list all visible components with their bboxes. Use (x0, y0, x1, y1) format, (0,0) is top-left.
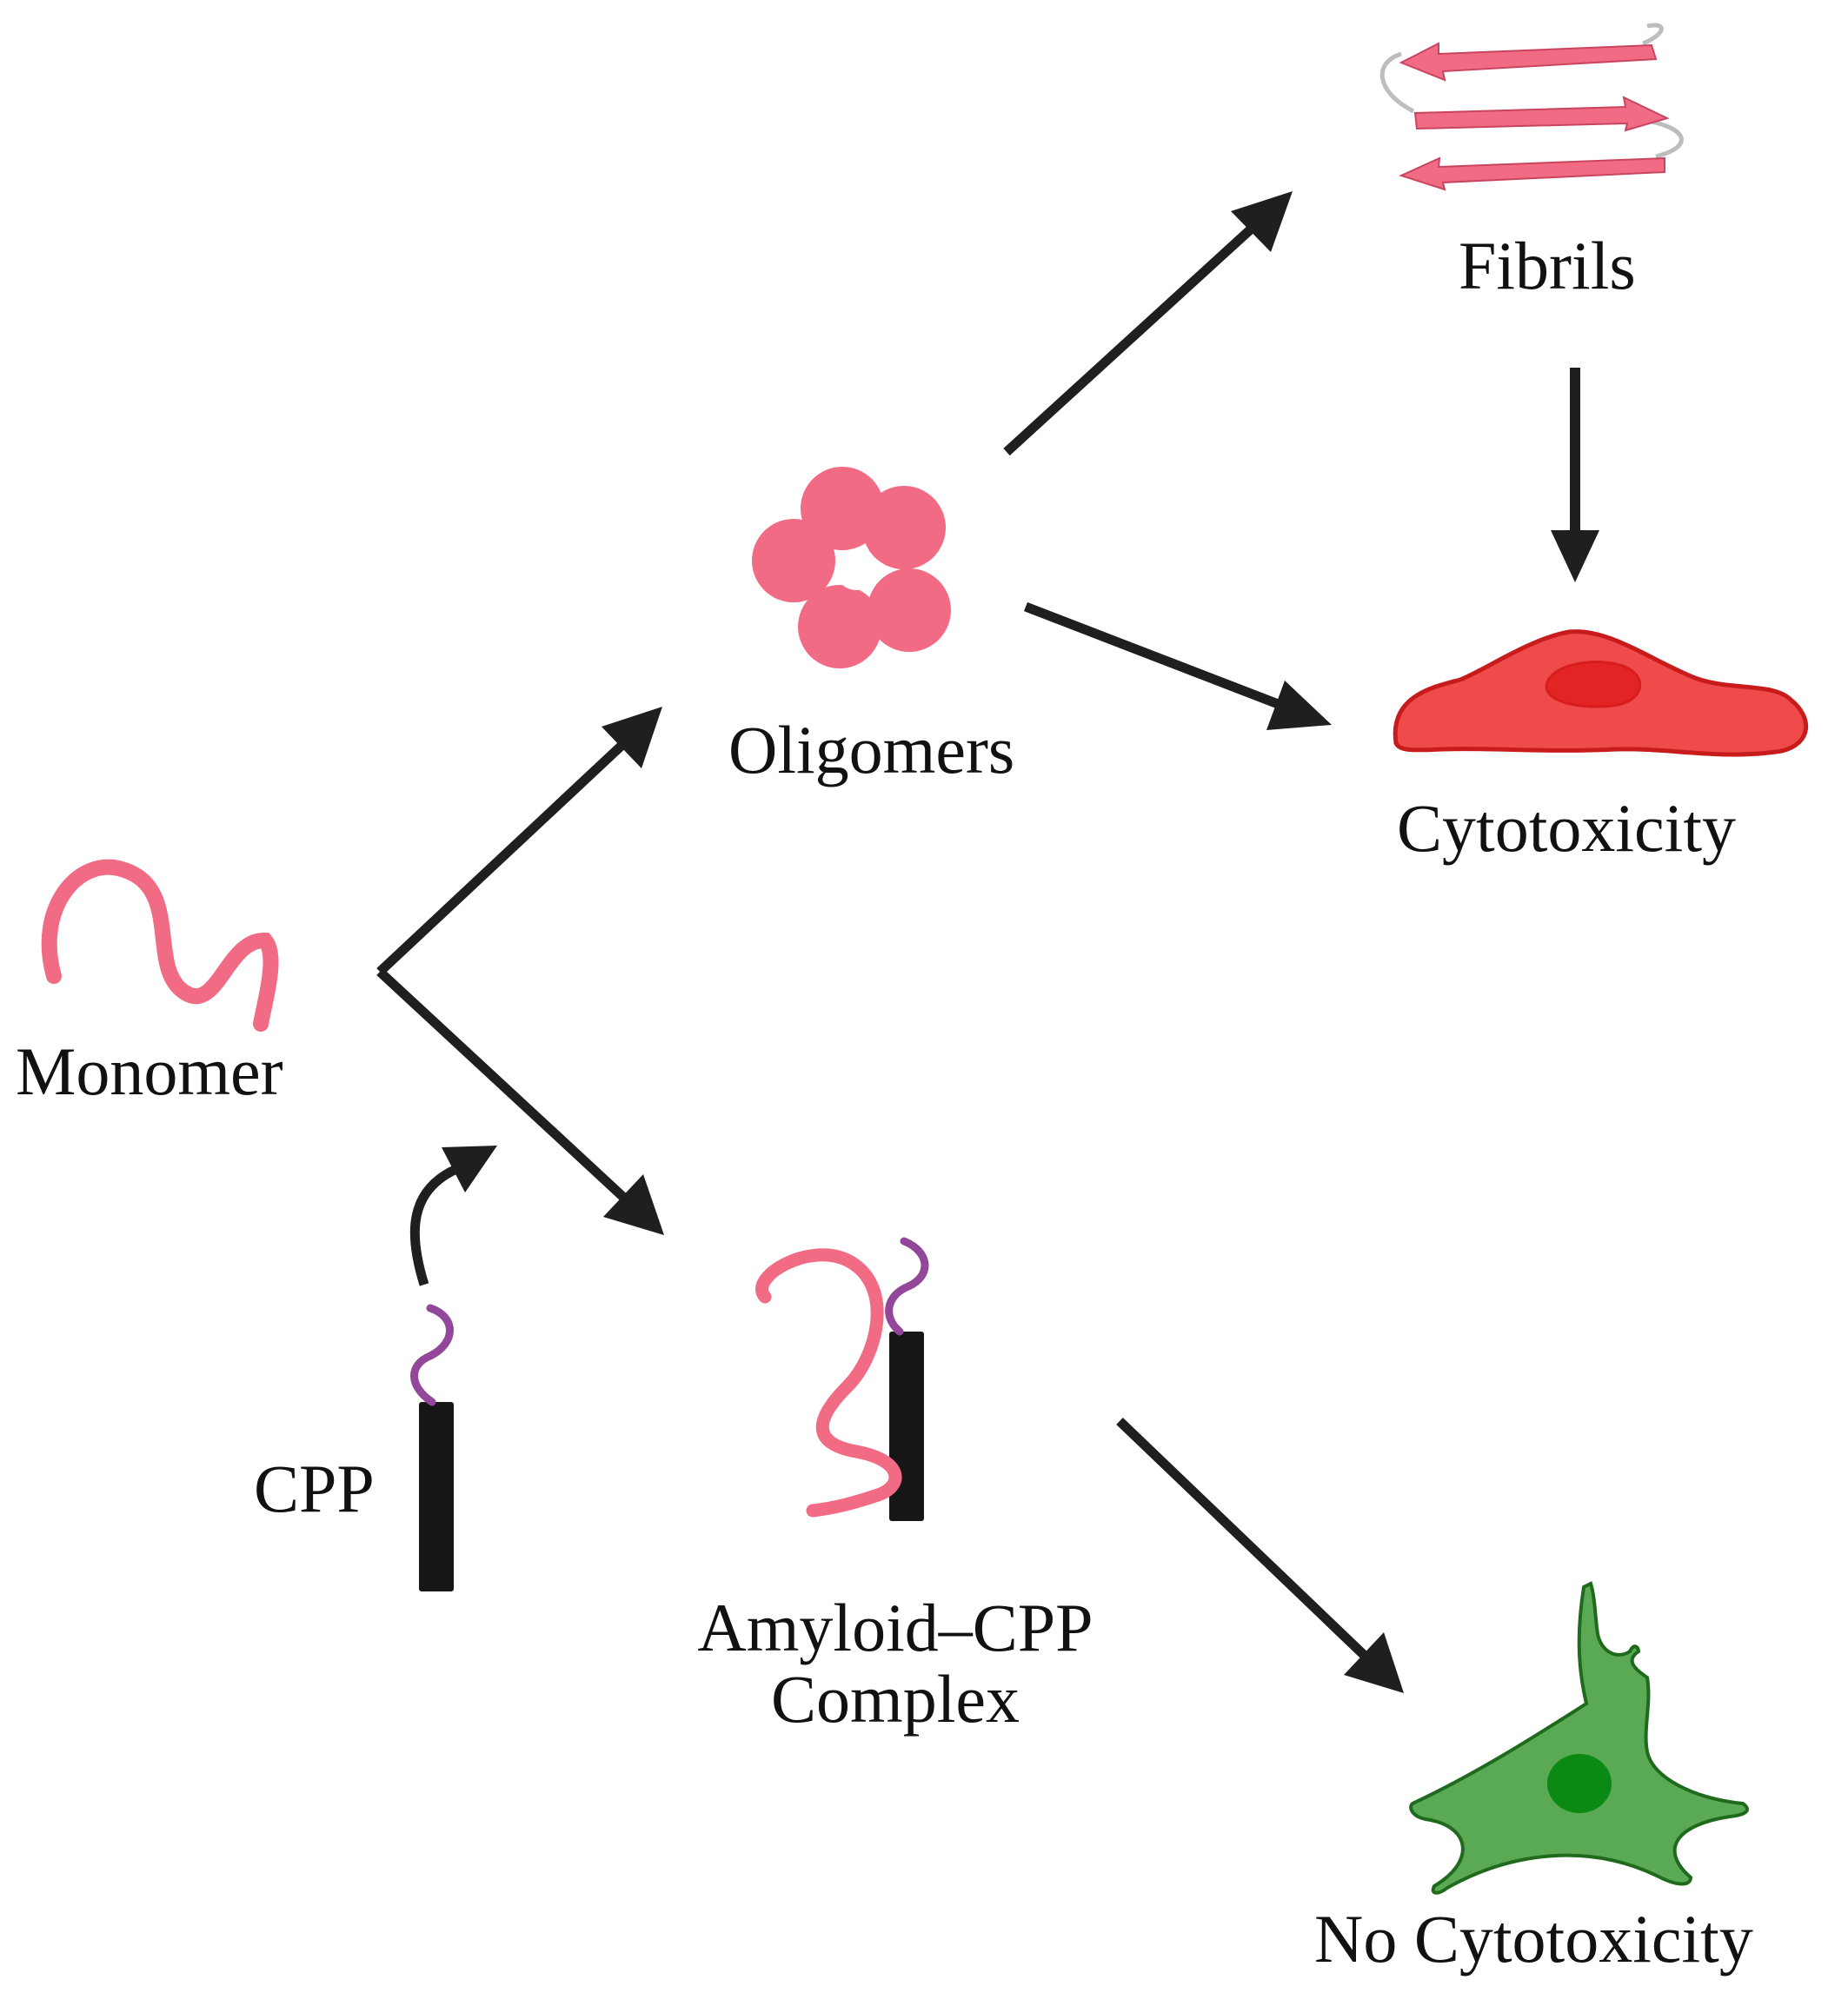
arrow-cpp-to-branch (409, 1146, 497, 1286)
monomer-icon (41, 859, 279, 1032)
arrow-complex-to-no-cytotoxicity (1116, 1418, 1404, 1693)
arrow-oligomers-to-fibrils (1003, 191, 1293, 456)
cpp-label: CPP (254, 1451, 375, 1526)
arrow-monomer-to-oligomers (376, 707, 662, 976)
oligomers-label: Oligomers (728, 712, 1015, 787)
healthy-cell-icon (1409, 1581, 1749, 1895)
toxic-cell-icon (1393, 629, 1808, 757)
fibrils-label: Fibrils (1459, 228, 1636, 303)
oligomer-center-hole-top (839, 552, 874, 587)
arrow-monomer-to-complex (376, 967, 664, 1235)
cpp-icon (410, 1304, 454, 1591)
fibrils-icon (1379, 23, 1684, 191)
oligomers-center-fill (755, 470, 947, 665)
amyloid-cpp-complex-label: Amyloid–CPP Complex (665, 1592, 1126, 1735)
arrow-oligomers-to-cytotoxicity (1024, 601, 1332, 730)
arrow-fibrils-to-cytotoxicity (1551, 368, 1599, 582)
cytotoxicity-label: Cytotoxicity (1397, 790, 1736, 866)
amyloid-cpp-complex-icon (755, 1237, 929, 1521)
amyloid-cpp-label-line2: Complex (771, 1660, 1020, 1737)
amyloid-cpp-label-line1: Amyloid–CPP (697, 1590, 1094, 1665)
no-cytotoxicity-label: No Cytotoxicity (1314, 1901, 1753, 1976)
monomer-label: Monomer (16, 1033, 283, 1109)
